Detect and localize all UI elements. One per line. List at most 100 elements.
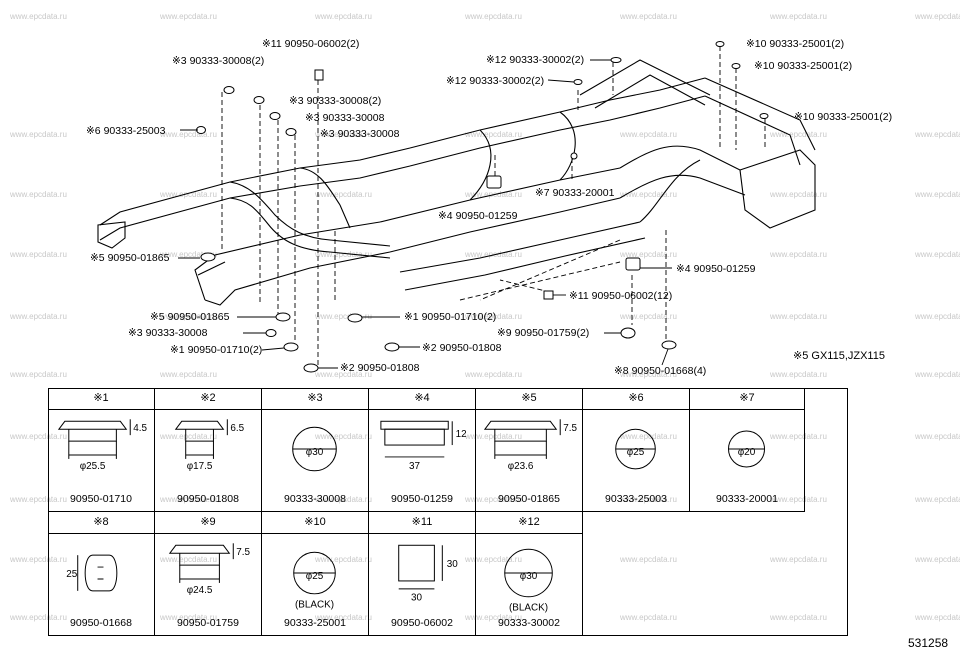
part-drawing: 30 30 <box>398 544 459 604</box>
dimension-label: φ20 <box>738 447 756 458</box>
watermark-text: www.epcdata.ru <box>160 432 217 441</box>
watermark-text: www.epcdata.ru <box>620 555 677 564</box>
part-cell-header: ※9 <box>155 512 261 534</box>
part-cell-header: ※11 <box>369 512 475 534</box>
watermark-text: www.epcdata.ru <box>10 12 67 21</box>
part-drawing: 6.5 φ17.5 <box>174 419 245 472</box>
dimension-label: φ23.6 <box>508 461 534 472</box>
callout-4-left: ※4 90950-01259 <box>438 210 518 222</box>
watermark-text: www.epcdata.ru <box>10 555 67 564</box>
part-drawing: φ30 <box>292 426 337 472</box>
callout-11-top: ※11 90950-06002(2) <box>262 38 360 50</box>
callout-3-top: ※3 90333-30008(2) <box>172 55 265 67</box>
watermark-text: www.epcdata.ru <box>915 190 960 199</box>
watermark-text: www.epcdata.ru <box>915 370 960 379</box>
watermark-text: www.epcdata.ru <box>10 613 67 622</box>
part-drawing: φ30 (BLACK) <box>504 548 553 614</box>
part-number: 90950-01668 <box>70 617 132 629</box>
watermark-text: www.epcdata.ru <box>770 555 827 564</box>
part-number: 90950-01710 <box>70 493 132 505</box>
watermark-text: www.epcdata.ru <box>915 250 960 259</box>
callout-2-lower: ※2 90950-01808 <box>340 362 420 374</box>
dimension-label: 30 <box>411 593 423 604</box>
callout-1-left: ※1 90950-01710(2) <box>170 344 263 356</box>
watermark-text: www.epcdata.ru <box>620 613 677 622</box>
part-number: 90333-30002 <box>498 617 560 629</box>
watermark-text: www.epcdata.ru <box>465 555 522 564</box>
watermark-text: www.epcdata.ru <box>620 130 677 139</box>
watermark-text: www.epcdata.ru <box>315 370 372 379</box>
dimension-label: φ25.5 <box>80 461 106 472</box>
part-number: 90333-25003 <box>605 493 667 505</box>
watermark-text: www.epcdata.ru <box>160 495 217 504</box>
watermark-text: www.epcdata.ru <box>915 12 960 21</box>
part-drawing: 4.5 φ25.5 <box>57 419 148 472</box>
dimension-label: 30 <box>447 559 459 570</box>
part-cell-header: ※4 <box>369 388 475 410</box>
callout-12-second: ※12 90333-30002(2) <box>446 75 545 87</box>
watermark-text: www.epcdata.ru <box>915 130 960 139</box>
part-number: 90950-01759 <box>177 617 239 629</box>
watermark-text: www.epcdata.ru <box>770 12 827 21</box>
watermark-text: www.epcdata.ru <box>465 495 522 504</box>
watermark-text: www.epcdata.ru <box>160 130 217 139</box>
part-number: 90333-20001 <box>716 493 778 505</box>
part-cell-header: ※12 <box>476 512 582 534</box>
part-cell-header: ※7 <box>690 388 804 410</box>
dimension-label: 6.5 <box>230 423 244 434</box>
dimension-label: 25 <box>66 569 78 580</box>
dimension-label: φ25 <box>306 571 324 582</box>
part-drawing: φ25(BLACK) <box>293 551 336 611</box>
callout-7: ※7 90333-20001 <box>535 187 615 199</box>
watermark-text: www.epcdata.ru <box>315 555 372 564</box>
callout-10-third: ※10 90333-25001(2) <box>794 111 893 123</box>
watermark-text: www.epcdata.ru <box>160 555 217 564</box>
callout-5-lower: ※5 90950-01865 <box>150 311 230 323</box>
part-cell-header: ※3 <box>262 388 368 410</box>
watermark-text: www.epcdata.ru <box>315 190 372 199</box>
dimension-label: 12 <box>456 429 467 440</box>
watermark-text: www.epcdata.ru <box>620 432 677 441</box>
callout-3-third: ※3 90333-30008 <box>305 112 385 124</box>
watermark-text: www.epcdata.ru <box>620 495 677 504</box>
watermark-text: www.epcdata.ru <box>10 432 67 441</box>
callout-3-second: ※3 90333-30008(2) <box>289 95 382 107</box>
watermark-text: www.epcdata.ru <box>465 613 522 622</box>
watermark-text: www.epcdata.ru <box>770 432 827 441</box>
watermark-text: www.epcdata.ru <box>10 370 67 379</box>
watermark-text: www.epcdata.ru <box>10 130 67 139</box>
watermark-text: www.epcdata.ru <box>160 190 217 199</box>
part-cell: ※7 φ20 90333-20001 <box>690 388 805 512</box>
part-cell: ※12 φ30 (BLACK) 90333-30002 <box>476 512 583 636</box>
watermark-text: www.epcdata.ru <box>160 370 217 379</box>
dimension-label: 4.5 <box>133 423 147 434</box>
watermark-text: www.epcdata.ru <box>770 130 827 139</box>
watermark-text: www.epcdata.ru <box>315 312 372 321</box>
part-number: 90950-01259 <box>391 493 453 505</box>
watermark-text: www.epcdata.ru <box>160 250 217 259</box>
callout-1-right: ※1 90950-01710(2) <box>404 311 497 323</box>
dimension-label: φ25 <box>627 447 645 458</box>
dimension-label: φ24.5 <box>187 585 213 596</box>
dimension-label: φ30 <box>520 571 538 582</box>
dimension-label: (BLACK) <box>509 603 548 614</box>
watermark-text: www.epcdata.ru <box>620 190 677 199</box>
watermark-text: www.epcdata.ru <box>915 613 960 622</box>
callout-3-fourth: ※3 90333-30008 <box>320 128 400 140</box>
callout-9: ※9 90950-01759(2) <box>497 327 590 339</box>
watermark-text: www.epcdata.ru <box>915 555 960 564</box>
watermark-text: www.epcdata.ru <box>315 432 372 441</box>
part-cell-header: ※2 <box>155 388 261 410</box>
watermark-text: www.epcdata.ru <box>160 12 217 21</box>
dimension-label: φ17.5 <box>187 461 213 472</box>
watermark-text: www.epcdata.ru <box>10 190 67 199</box>
watermark-text: www.epcdata.ru <box>770 370 827 379</box>
